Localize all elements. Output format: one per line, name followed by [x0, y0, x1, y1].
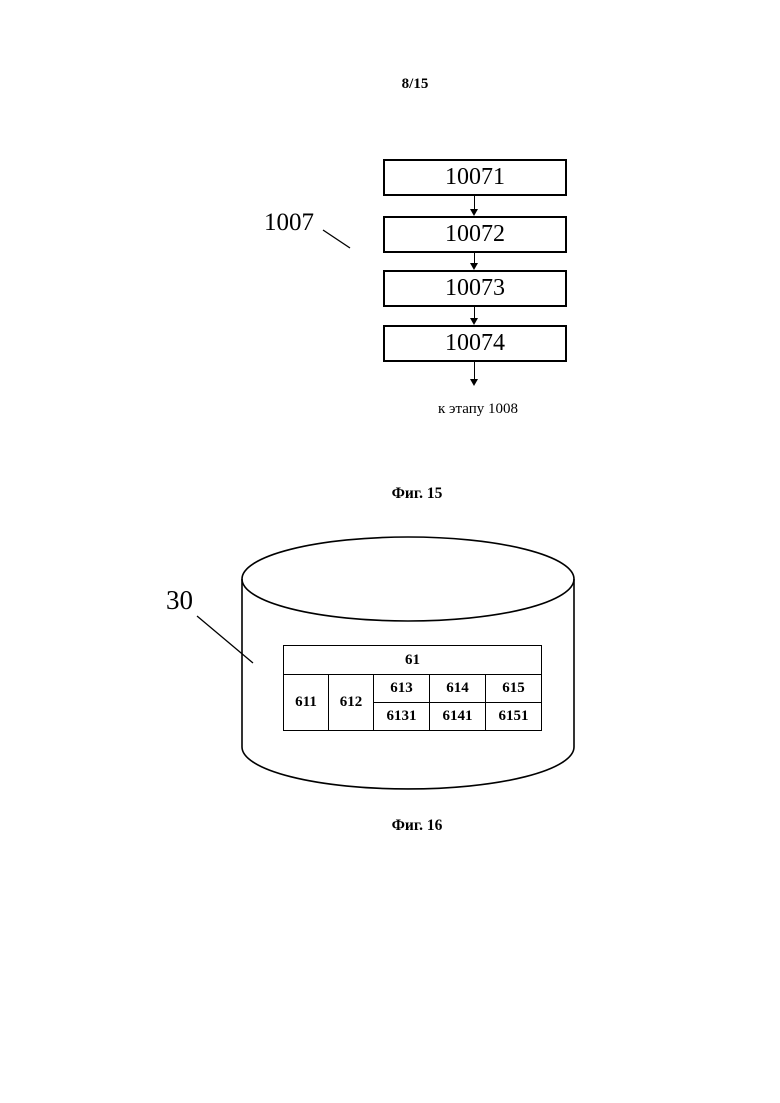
cylinder-top-ellipse	[241, 536, 575, 622]
table-cell-6131: 6131	[373, 702, 430, 731]
page-number: 8/15	[401, 76, 429, 92]
database-table: 61 611 612 613 614 615 6131 6141 6151	[283, 645, 542, 731]
table-cell-613: 613	[373, 674, 430, 703]
flow-exit-label: к этапу 1008	[438, 401, 518, 417]
flow-step-10072: 10072	[383, 216, 567, 253]
table-cell-611: 611	[283, 674, 329, 731]
table-cell-615: 615	[485, 674, 542, 703]
fig16-caption: Фиг. 16	[391, 817, 443, 834]
flow-step-10071: 10071	[383, 159, 567, 196]
table-cell-6141: 6141	[429, 702, 486, 731]
leader-line-30	[196, 615, 254, 664]
fig15-caption: Фиг. 15	[391, 485, 443, 502]
reference-label-30: 30	[166, 585, 193, 615]
cylinder-bottom-arc	[241, 746, 575, 790]
reference-label-1007: 1007	[264, 209, 314, 236]
flow-arrow-2	[470, 253, 479, 270]
flow-arrow-exit	[470, 362, 479, 386]
table-cell-612: 612	[328, 674, 374, 731]
flow-step-10073: 10073	[383, 270, 567, 307]
leader-line-1007	[322, 229, 351, 249]
table-cell-61: 61	[283, 645, 542, 675]
flow-step-10074: 10074	[383, 325, 567, 362]
table-cell-6151: 6151	[485, 702, 542, 731]
flow-arrow-3	[470, 307, 479, 325]
flow-arrow-1	[470, 196, 479, 216]
table-cell-614: 614	[429, 674, 486, 703]
